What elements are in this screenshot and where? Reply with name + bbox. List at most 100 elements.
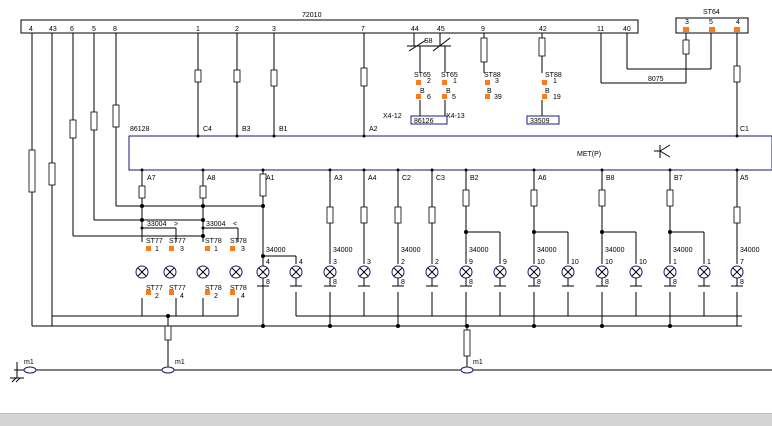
bulb-pin: 10 <box>639 259 647 266</box>
bulb-pin: 1 <box>707 259 711 266</box>
junction-dots <box>140 168 739 328</box>
connector-72010-label: 72010 <box>302 12 322 19</box>
bulb: 10 <box>561 259 579 287</box>
svg-text:B7: B7 <box>674 175 683 182</box>
svg-text:ST88: ST88 <box>545 72 562 79</box>
svg-text:B2: B2 <box>470 175 479 182</box>
svg-text:B1: B1 <box>279 126 288 133</box>
connector-33004-right-arrow: < <box>233 221 237 228</box>
svg-text:1: 1 <box>453 78 457 85</box>
svg-text:ST77: ST77 <box>169 238 186 245</box>
svg-text:5: 5 <box>452 94 456 101</box>
ground-m1-b: m1 <box>175 359 185 366</box>
bulb-pin: 1 <box>673 259 677 266</box>
bulb-pin: 7 <box>740 259 744 266</box>
pin-5: 5 <box>92 26 96 33</box>
bulb-code: 34000 <box>673 247 693 254</box>
svg-text:4: 4 <box>241 293 245 300</box>
met-bus-top-pins: C4 B3 B1 A2 C1 <box>196 126 749 138</box>
svg-text:1: 1 <box>553 78 557 85</box>
box-33509-label: 33509 <box>530 118 550 125</box>
st64-pin-3: 3 <box>685 19 689 26</box>
bulb: 34000 1 8 <box>663 247 693 287</box>
svg-text:A8: A8 <box>207 175 216 182</box>
bulb-code: 34000 <box>740 247 760 254</box>
svg-text:3: 3 <box>495 78 499 85</box>
svg-text:ST78: ST78 <box>230 285 247 292</box>
met-bus-label: MET(P) <box>577 151 601 158</box>
top-wire-codes: 8075 <box>28 37 741 193</box>
connector-st64[interactable] <box>675 17 749 34</box>
ground-symbols: m1 m1 m1 <box>10 359 483 383</box>
svg-text:A3: A3 <box>334 175 343 182</box>
st88-left: ST88 3 B 39 <box>484 72 502 101</box>
ground-m1-a: m1 <box>24 359 34 366</box>
bulb-code: 34000 <box>537 247 557 254</box>
box-86126[interactable] <box>410 115 448 125</box>
svg-text:ST65: ST65 <box>414 72 431 79</box>
bulb: 10 <box>629 259 647 287</box>
svg-text:ST77: ST77 <box>146 285 163 292</box>
bulb-bottom-pin: 8 <box>673 279 677 286</box>
connector-33004-left: 33004 <box>147 221 167 228</box>
connector-72010-pins: 4 43 6 5 8 1 2 3 7 44 45 9 42 11 40 <box>29 26 631 33</box>
pin-7: 7 <box>361 26 365 33</box>
st64-pin-4-contact <box>734 27 740 32</box>
bulb-bottom-pin: 8 <box>401 279 405 286</box>
svg-text:ST78: ST78 <box>205 285 222 292</box>
svg-text:B: B <box>487 88 492 95</box>
bulb-pin: 2 <box>401 259 405 266</box>
bulb-pin: 9 <box>469 259 473 266</box>
bulb: 1 <box>697 259 711 287</box>
top-wires <box>31 33 738 326</box>
svg-text:6: 6 <box>427 94 431 101</box>
bulb-pin: 4 <box>299 259 303 266</box>
st64-pin-3-contact <box>683 27 689 32</box>
bulb-pin: 4 <box>266 259 270 266</box>
bulb-bottom-pin: 8 <box>266 279 270 286</box>
switch-s8[interactable]: S8 <box>407 37 451 52</box>
pin-40: 40 <box>623 26 631 33</box>
st65-right: ST65 1 B 5 <box>441 72 458 101</box>
ground-m1-c: m1 <box>473 359 483 366</box>
svg-text:B: B <box>545 88 550 95</box>
pin-2: 2 <box>235 26 239 33</box>
connector-72010[interactable] <box>20 19 639 34</box>
pin-45: 45 <box>437 26 445 33</box>
pin-44: 44 <box>411 26 419 33</box>
svg-text:B8: B8 <box>606 175 615 182</box>
svg-text:2: 2 <box>155 293 159 300</box>
svg-text:A1: A1 <box>266 175 275 182</box>
svg-text:B3: B3 <box>242 126 251 133</box>
svg-text:3: 3 <box>241 246 245 253</box>
met-bus[interactable] <box>128 135 772 171</box>
pin-3: 3 <box>272 26 276 33</box>
svg-text:39: 39 <box>494 94 502 101</box>
bulb: 2 <box>425 259 439 287</box>
st64-pin-5: 5 <box>709 19 713 26</box>
svg-text:ST78: ST78 <box>230 238 247 245</box>
bulb-pin: 10 <box>537 259 545 266</box>
svg-text:19: 19 <box>553 94 561 101</box>
met-bus-bottom-pins: A7 A8 A1 A3 A4 C2 C3 B2 A6 B8 B7 A5 <box>147 175 749 182</box>
svg-text:3: 3 <box>180 246 184 253</box>
box-33509[interactable] <box>526 115 560 125</box>
svg-text:A5: A5 <box>740 175 749 182</box>
pin-1: 1 <box>196 26 200 33</box>
svg-text:2: 2 <box>214 293 218 300</box>
svg-text:A2: A2 <box>369 126 378 133</box>
st65-left: ST65 2 B 6 <box>414 72 431 101</box>
pin-4: 4 <box>29 26 33 33</box>
st88-right: ST88 1 B 19 <box>542 72 562 101</box>
svg-text:C1: C1 <box>740 126 749 133</box>
box-86126-label: 86126 <box>414 118 434 125</box>
x4-12-label: X4-12 <box>383 113 402 120</box>
svg-text:ST78: ST78 <box>205 238 222 245</box>
svg-text:ST77: ST77 <box>146 238 163 245</box>
pin-11: 11 <box>597 26 604 33</box>
